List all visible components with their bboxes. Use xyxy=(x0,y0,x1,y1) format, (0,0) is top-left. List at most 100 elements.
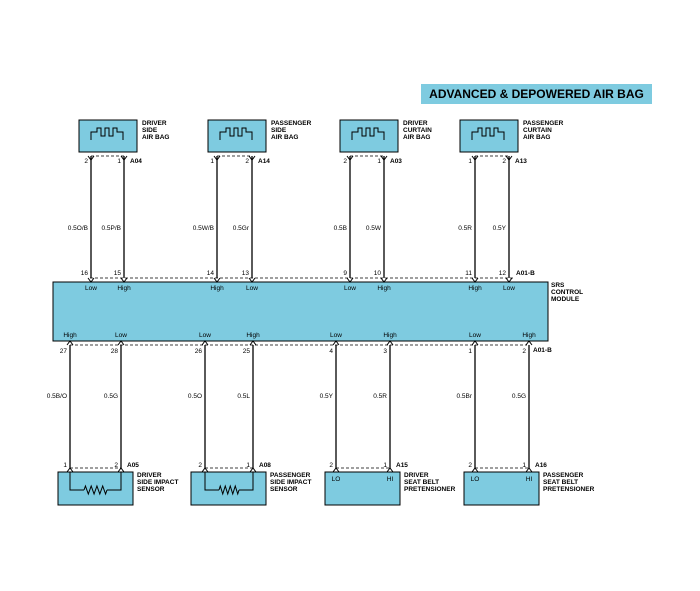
diagram-title: ADVANCED & DEPOWERED AIR BAG xyxy=(429,87,644,101)
component-label: CURTAIN xyxy=(523,127,552,134)
wire-spec: 0.5B/O xyxy=(47,393,67,400)
pin-arrow xyxy=(525,340,533,346)
wire-spec: 0.5L xyxy=(237,393,250,400)
sensor-wire xyxy=(107,472,122,491)
module-pin: 10 xyxy=(374,270,382,277)
module-label: MODULE xyxy=(551,296,580,303)
component-label: DRIVER xyxy=(137,472,162,479)
component-pin: 2 xyxy=(329,462,333,469)
wire-spec: 0.5Gr xyxy=(233,225,250,232)
component-label: DRIVER xyxy=(142,120,167,127)
component-label: SENSOR xyxy=(270,486,298,493)
module-pin: 4 xyxy=(329,348,333,355)
module-pin: 14 xyxy=(207,270,215,277)
pin-arrow xyxy=(346,277,354,283)
connector-id: A03 xyxy=(390,158,402,165)
component-label: SIDE IMPACT xyxy=(270,479,311,486)
connector-id: A08 xyxy=(259,462,271,469)
component-label: AIR BAG xyxy=(271,134,298,141)
component-label: PASSENGER xyxy=(523,120,564,127)
module-label: CONTROL xyxy=(551,289,583,296)
sensor-wire xyxy=(239,472,254,491)
component-pin: 1 xyxy=(383,462,387,469)
sensor-box xyxy=(190,471,267,506)
module-pin-level: High xyxy=(117,285,131,292)
wire-spec: 0.5R xyxy=(458,225,472,232)
component-pin: 1 xyxy=(522,462,526,469)
pin-arrow xyxy=(332,340,340,346)
module-pin: 2 xyxy=(522,348,526,355)
resistor-icon xyxy=(83,484,108,496)
pin-arrow xyxy=(248,277,256,283)
module-pin-level: High xyxy=(377,285,391,292)
component-pin: 1 xyxy=(377,158,381,165)
sensor-wire xyxy=(204,472,219,491)
wire-spec: 0.5R xyxy=(373,393,387,400)
pin-arrow xyxy=(380,155,388,161)
pin-arrow xyxy=(471,340,479,346)
module-pin-level: Low xyxy=(246,285,258,292)
pin-arrow xyxy=(213,155,221,161)
pin-arrow xyxy=(332,467,340,473)
connector-id: A05 xyxy=(127,462,139,469)
module-pin-level: Low xyxy=(344,285,356,292)
pin-arrow xyxy=(249,340,257,346)
component-pin: 1 xyxy=(468,158,472,165)
module-pin-level: Low xyxy=(115,332,127,339)
wire-spec: 0.5O xyxy=(188,393,202,400)
module-pin-level: High xyxy=(468,285,482,292)
pin-arrow xyxy=(87,277,95,283)
squib-icon xyxy=(219,127,253,140)
pin-arrow xyxy=(87,155,95,161)
module-pin: 1 xyxy=(468,348,472,355)
terminal-label: HI xyxy=(526,476,533,483)
wire-spec: 0.5P/B xyxy=(101,225,121,232)
component-pin: 2 xyxy=(84,158,88,165)
pin-arrow xyxy=(471,155,479,161)
module-pin: 12 xyxy=(499,270,507,277)
module-top-connector-id: A01-B xyxy=(516,270,535,277)
squib-icon xyxy=(471,127,505,140)
wire-spec: 0.5G xyxy=(512,393,526,400)
wire-spec: 0.5O/B xyxy=(68,225,88,232)
terminal-label: HI xyxy=(387,476,394,483)
component-label: AIR BAG xyxy=(142,134,169,141)
module-pin: 28 xyxy=(111,348,119,355)
pin-arrow xyxy=(471,277,479,283)
component-label: DRIVER xyxy=(403,120,428,127)
airbag-box xyxy=(339,119,399,153)
sensor-wire xyxy=(69,472,84,491)
wire-spec: 0.5Y xyxy=(320,393,334,400)
component-label: PASSENGER xyxy=(271,120,312,127)
component-label: PRETENSIONER xyxy=(404,486,456,493)
module-pin-level: High xyxy=(522,332,536,339)
component-label: PASSENGER xyxy=(543,472,584,479)
module-pin: 3 xyxy=(383,348,387,355)
module-pin: 16 xyxy=(81,270,89,277)
component-label: DRIVER xyxy=(404,472,429,479)
module-pin: 13 xyxy=(242,270,250,277)
srs-control-module xyxy=(52,281,549,342)
pin-arrow xyxy=(120,277,128,283)
connector-id: A16 xyxy=(535,462,547,469)
module-label: SRS xyxy=(551,282,565,289)
component-pin: 1 xyxy=(246,462,250,469)
component-label: SIDE xyxy=(142,127,158,134)
resistor-icon xyxy=(218,484,240,496)
module-pin-level: High xyxy=(246,332,260,339)
wire-spec: 0.5W/B xyxy=(193,225,214,232)
terminal-label: LO xyxy=(332,476,341,483)
module-pin: 25 xyxy=(243,348,251,355)
module-pin-level: Low xyxy=(469,332,481,339)
pin-arrow xyxy=(201,340,209,346)
pin-arrow xyxy=(380,277,388,283)
module-pin-level: Low xyxy=(199,332,211,339)
connector-id: A14 xyxy=(258,158,270,165)
pin-arrow xyxy=(213,277,221,283)
component-label: SIDE IMPACT xyxy=(137,479,178,486)
connector-id: A13 xyxy=(515,158,527,165)
pin-arrow xyxy=(505,155,513,161)
squib-icon xyxy=(351,127,385,140)
pin-arrow xyxy=(120,155,128,161)
